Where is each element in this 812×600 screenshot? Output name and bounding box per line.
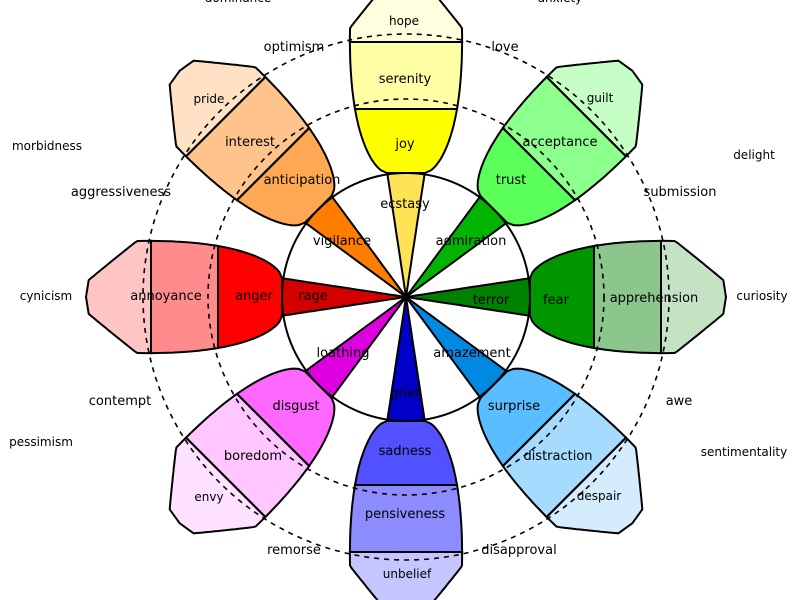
dyad-label-anxiety: anxiety xyxy=(538,0,583,5)
dyad-label-contempt: contempt xyxy=(89,394,151,409)
petal-label-joy: joy xyxy=(394,137,415,152)
band-divider xyxy=(235,126,311,202)
petal-label-guilt: guilt xyxy=(587,91,614,105)
band-divider xyxy=(545,436,628,519)
dyad-label-morbidness: morbidness xyxy=(12,139,82,153)
petal-label-anticipation: anticipation xyxy=(264,173,341,188)
petals-layer xyxy=(84,0,728,600)
petal-label-pensiveness: pensiveness xyxy=(365,507,446,522)
petal-label-curiosity: curiosity xyxy=(736,289,787,303)
petal-label-envy: envy xyxy=(194,490,223,504)
band-hope xyxy=(348,0,464,43)
middle-dashed-ring xyxy=(207,98,605,496)
petal-label-annoyance: annoyance xyxy=(130,289,201,304)
petal-label-grief: grief xyxy=(390,386,420,401)
petal-label-despair: despair xyxy=(577,489,622,503)
band-divider xyxy=(545,75,628,158)
petal-label-vigilance: vigilance xyxy=(313,234,371,249)
petal-label-cynicism: cynicism xyxy=(20,289,73,303)
band-curiosity xyxy=(660,239,728,355)
petal-label-admiration: admiration xyxy=(436,234,507,249)
petal-label-apprehension: apprehension xyxy=(610,291,699,306)
petal-label-trust: trust xyxy=(496,173,527,188)
petal-label-distraction: distraction xyxy=(523,449,592,464)
inner-ring xyxy=(281,172,531,422)
petal-label-surprise: surprise xyxy=(488,399,540,414)
dyad-label-sentimentality: sentimentality xyxy=(701,445,788,459)
band-divider xyxy=(235,392,311,468)
dyad-label-disapproval: disapproval xyxy=(481,543,556,558)
outer-dyad-labels: dominance anxiety delight sentimentality… xyxy=(9,0,787,459)
petal-label-fear: fear xyxy=(543,293,570,308)
outer-dashed-ring xyxy=(142,33,670,561)
dyad-label-love: love xyxy=(491,40,518,55)
petal-label-disgust: disgust xyxy=(273,399,320,414)
petal-label-serenity: serenity xyxy=(379,72,432,87)
petal-labels-layer: ecstasy joy serenity hope admiration trust acc… xyxy=(20,14,788,581)
petal-label-unbelief: unbelief xyxy=(383,567,432,581)
dyad-label-awe: awe xyxy=(666,394,693,409)
dyad-label-submission: submission xyxy=(644,185,717,200)
petal-label-acceptance: acceptance xyxy=(523,135,598,150)
band-guilt xyxy=(545,59,644,158)
dyad-label-aggressiveness: aggressiveness xyxy=(71,185,171,200)
petal-label-terror: terror xyxy=(473,293,510,308)
petal-label-loathing: loathing xyxy=(317,346,370,361)
band-cynicism xyxy=(84,239,152,355)
band-unbelief xyxy=(348,551,464,600)
band-pride xyxy=(168,59,267,158)
petal-label-interest: interest xyxy=(225,135,275,150)
band-divider xyxy=(184,75,267,158)
petal-label-sadness: sadness xyxy=(379,444,432,459)
petal-label-amazement: amazement xyxy=(433,346,510,361)
band-divider xyxy=(184,436,267,519)
dyad-label-pessimism: pessimism xyxy=(9,435,73,449)
petal-label-rage: rage xyxy=(298,289,328,304)
dyad-label-dominance: dominance xyxy=(205,0,272,5)
band-divider xyxy=(501,392,577,468)
dyad-label-optimism: optimism xyxy=(264,40,325,55)
dyad-label-delight: delight xyxy=(733,148,775,162)
band-divider xyxy=(501,126,577,202)
petal-label-pride: pride xyxy=(194,92,225,106)
petal-label-boredom: boredom xyxy=(224,449,282,464)
petal-label-anger: anger xyxy=(235,289,273,304)
petal-label-hope: hope xyxy=(389,14,419,28)
petal-label-ecstasy: ecstasy xyxy=(380,197,430,212)
band-despair xyxy=(545,436,644,535)
band-envy xyxy=(168,436,267,535)
dyad-label-remorse: remorse xyxy=(267,543,321,558)
rings-layer xyxy=(142,33,670,561)
